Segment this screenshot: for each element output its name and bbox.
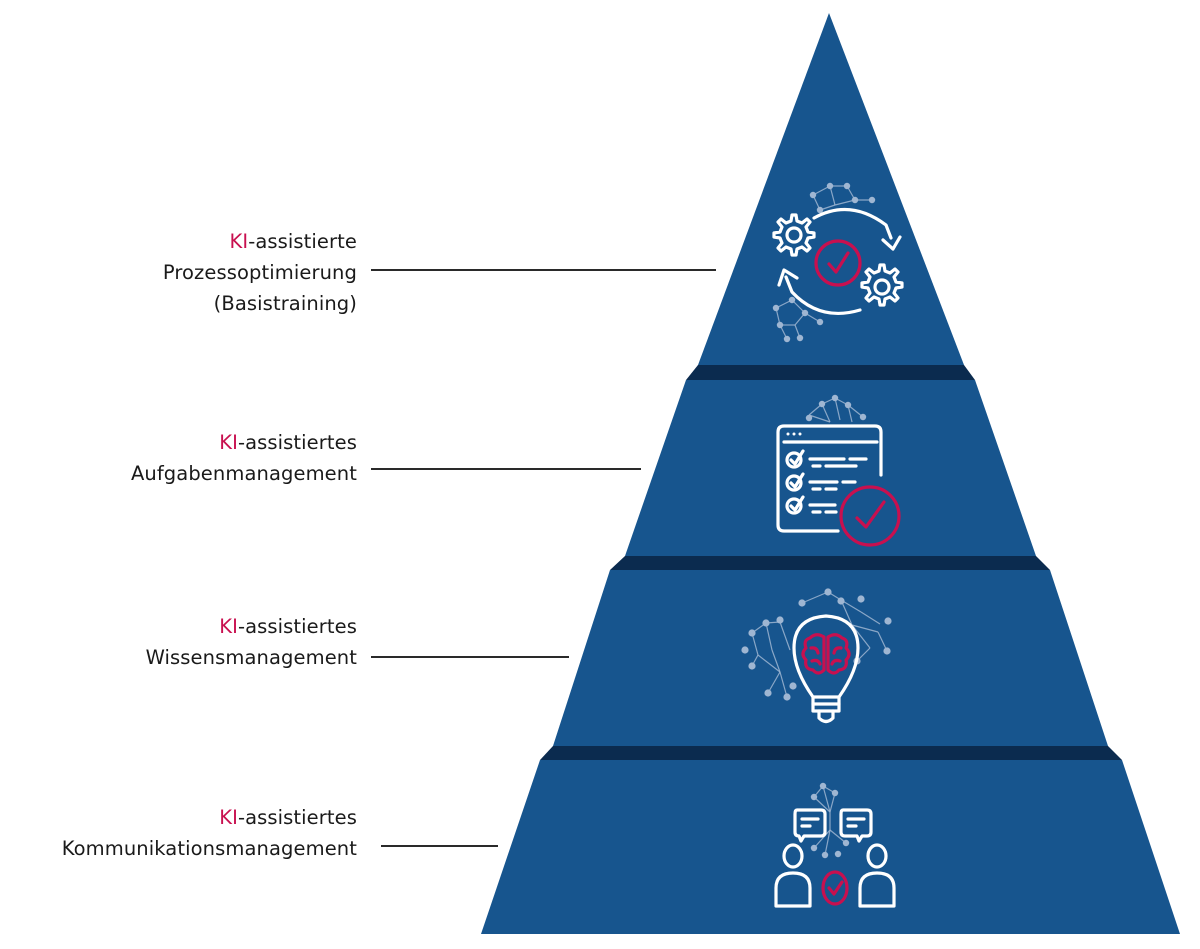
network-decoration bbox=[741, 588, 892, 701]
level-1-connector-line bbox=[371, 269, 716, 271]
level-3-line-1: KI-assistiertes bbox=[146, 611, 357, 642]
ki-prefix: KI bbox=[219, 431, 238, 454]
level-2-line-2: Aufgabenmanagement bbox=[130, 462, 357, 485]
level-1-label: KI-assistierte Prozessoptimierung (Basis… bbox=[163, 226, 357, 319]
network-decoration bbox=[810, 782, 850, 859]
level-2-line-1: KI-assistiertes bbox=[131, 427, 357, 458]
ki-prefix: KI bbox=[229, 230, 249, 253]
level-1-line-3: (Basistraining) bbox=[213, 292, 357, 315]
level-3-label: KI-assistiertes Wissensmanagement bbox=[146, 611, 357, 673]
level-4-title-rest: -assistiertes bbox=[237, 806, 357, 829]
lightbulb-brain-icon bbox=[741, 588, 892, 724]
ki-prefix: KI bbox=[219, 806, 238, 829]
level-3-title-rest: -assistiertes bbox=[237, 615, 357, 638]
network-decoration bbox=[805, 394, 867, 423]
level-3-line-2: Wissensmanagement bbox=[145, 646, 357, 669]
level-1-title-rest: -assistierte bbox=[248, 230, 357, 253]
gears-cycle-check-icon bbox=[772, 182, 904, 343]
level-2-connector-line bbox=[371, 468, 641, 470]
level-2-label: KI-assistiertes Aufgabenmanagement bbox=[131, 427, 357, 489]
layer-divider-1 bbox=[686, 365, 975, 380]
layer-divider-3 bbox=[540, 746, 1122, 760]
level-2-title-rest: -assistiertes bbox=[237, 431, 357, 454]
network-decoration bbox=[772, 182, 876, 343]
level-4-line-2: Kommunikationsmanagement bbox=[61, 837, 357, 860]
level-4-label: KI-assistiertes Kommunikationsmanagement bbox=[62, 802, 357, 864]
people-chat-check-icon bbox=[774, 782, 896, 908]
task-checklist-icon bbox=[776, 394, 901, 547]
layer-divider-2 bbox=[610, 556, 1050, 570]
level-4-connector-line bbox=[381, 845, 498, 847]
ki-prefix: KI bbox=[219, 615, 238, 638]
pyramid-layer-4 bbox=[481, 760, 1180, 934]
pyramid-layer-3 bbox=[553, 570, 1108, 746]
level-1-line-2: Prozessoptimierung bbox=[162, 261, 357, 284]
pyramid-layer-2 bbox=[625, 380, 1036, 556]
level-3-connector-line bbox=[371, 656, 569, 658]
level-1-line-1: KI-assistierte bbox=[163, 226, 357, 257]
level-4-line-1: KI-assistiertes bbox=[62, 802, 357, 833]
